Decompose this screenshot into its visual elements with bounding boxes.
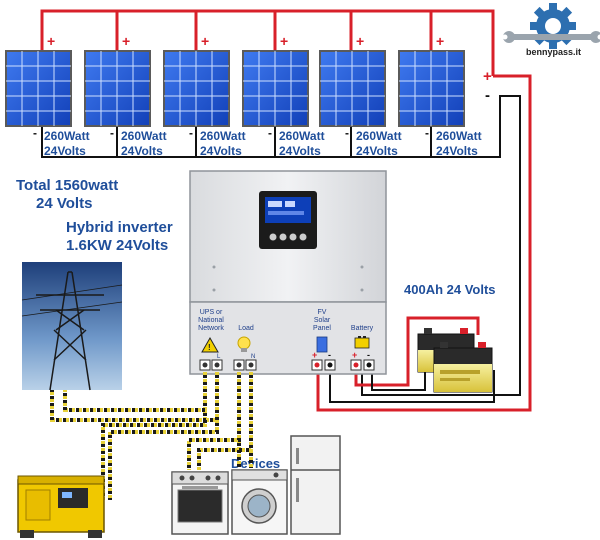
panel-watt-label: 260Watt [121,129,167,143]
solar-panel [5,50,72,127]
neutral-label: N [251,354,255,360]
minus-sign: - [345,126,349,140]
inverter-terminals: + - + - [199,350,375,371]
pv-port-label: Solar [314,317,331,324]
lightbulb-icon [237,336,251,352]
battery-label: 400Ah 24 Volts [404,282,496,297]
solar-panel [163,50,230,127]
pv-port-label: FV [318,309,327,316]
total-power-label: Total 1560watt [16,177,118,194]
solar-panel-icon [316,336,328,353]
negative-bus-wires [41,95,521,396]
battery-port-label: Battery [351,325,374,332]
plus-sign: + [122,33,130,49]
minus-sign: - [110,126,114,140]
ups-port-label: UPS or [200,309,223,316]
panel-volt-label: 24Volts [121,144,163,158]
panel-labels: - 260Watt 24Volts - 260Watt 24Volts - 26… [33,126,482,158]
site-logo: bennypass.it [502,3,600,57]
panel-watt-label: 260Watt [436,129,482,143]
total-voltage-label: 24 Volts [36,195,92,212]
ac-wires-dark [50,372,253,500]
plus-sign: + [47,33,55,49]
panel-watt-label: 260Watt [279,129,325,143]
battery-positive-wire [354,316,480,387]
pv-plus-sign: + [483,68,492,85]
power-grid-tower-image [21,262,123,391]
svg-text:!: ! [208,343,211,352]
battery-terminals [350,359,375,371]
black-negative-bus [41,95,521,396]
minus-sign: - [268,126,272,140]
pv-plus-terminal-sign: + [312,350,317,360]
warning-icon: ! [201,336,219,353]
inverter-rating-label: 1.6KW 24Volts [66,237,168,254]
solar-panel [242,50,309,127]
battery-icon [354,336,370,349]
devices [171,435,341,535]
battery-plus-terminal-sign: + [352,350,357,360]
battery [433,342,493,393]
panel-volt-label: 24Volts [44,144,86,158]
ups-terminals [199,359,223,371]
wrench-icon [502,31,600,43]
panel-watt-label: 260Watt [356,129,402,143]
ups-port-label: Network [198,325,224,332]
pv-minus-sign: - [485,87,490,104]
refrigerator-icon [290,435,341,535]
solar-panel [84,50,151,127]
inverter-display [259,191,317,249]
line-label: L [217,354,221,360]
pv-port-label: Panel [313,325,331,332]
plus-sign: + [280,33,288,49]
solar-panel [398,50,465,127]
inverter-port-labels: UPS or National Network Load FV Solar Pa… [198,309,373,332]
panel-volt-label: 24Volts [279,144,321,158]
devices-label: Devices [231,456,280,471]
minus-sign: - [425,126,429,140]
plus-sign: + [436,33,444,49]
panel-volt-label: 24Volts [200,144,242,158]
logo-text: bennypass.it [526,47,581,57]
ups-port-label: National [198,317,224,324]
gear-icon [530,3,576,49]
solar-panel [319,50,386,127]
panel-watt-label: 260Watt [44,129,90,143]
positive-bus-wires [40,9,495,76]
battery-minus-terminal-sign: - [367,350,370,360]
minus-sign: - [33,126,37,140]
pv-negative-wire [329,370,495,403]
battery-bank [417,328,493,393]
red-top-bus [40,9,495,76]
panel-volt-label: 24Volts [356,144,398,158]
hybrid-inverter: UPS or National Network Load FV Solar Pa… [189,170,387,375]
diesel-generator [17,475,105,538]
pv-positive-wire [316,74,532,412]
minus-sign: - [189,126,193,140]
panel-watt-label: 260Watt [200,129,246,143]
plus-sign: + [201,33,209,49]
pv-minus-terminal-sign: - [328,350,331,360]
oven-icon [171,471,229,535]
load-terminals [233,359,257,371]
solar-panel-array [5,50,465,127]
inverter-type-label: Hybrid inverter [66,219,173,236]
pv-terminals [311,359,336,371]
panel-volt-label: 24Volts [436,144,478,158]
load-port-label: Load [238,325,254,332]
panel-plus-signs: + + + + + + [47,33,444,49]
plus-sign: + [356,33,364,49]
washing-machine-icon [231,469,288,535]
